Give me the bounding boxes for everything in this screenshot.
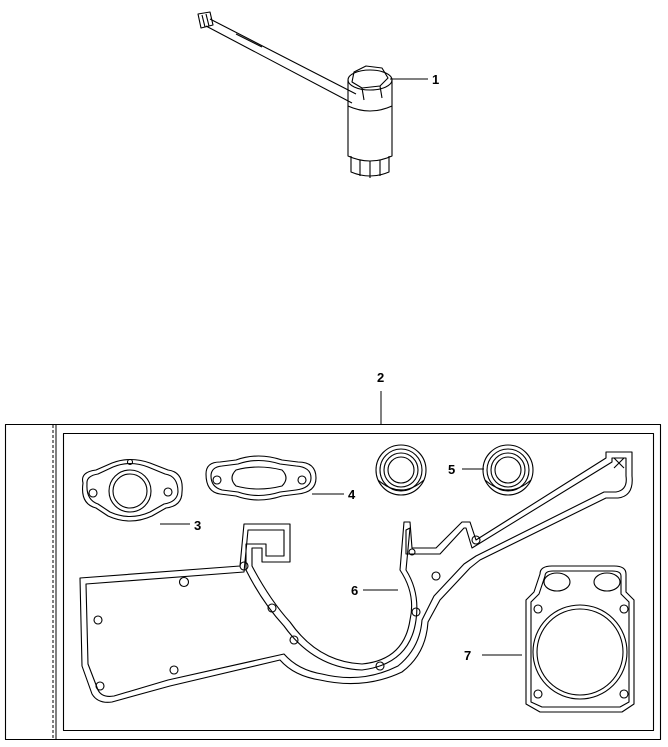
callout-label-4: 4 [348,487,356,502]
callout-2: 2 [377,370,384,424]
intake-gasket [205,455,317,501]
callout-7: 7 [464,648,522,663]
gasket-kit-box [4,423,662,741]
cylinder-base-gasket [525,565,635,713]
callout-4: 4 [312,487,356,502]
callout-label-6: 6 [351,583,358,598]
muffler-flange-gasket [81,458,183,522]
callout-label-2: 2 [377,370,384,385]
crankshaft-seal-right [482,444,534,496]
callout-1: 1 [390,72,439,87]
spark-plug-wrench [197,11,393,178]
callout-label-3: 3 [194,518,201,533]
crankshaft-seal-left [375,444,427,496]
callout-5: 5 [448,462,484,477]
callout-label-7: 7 [464,648,471,663]
callout-6: 6 [351,583,398,598]
callout-label-1: 1 [432,72,439,87]
callout-label-5: 5 [448,462,455,477]
callout-3: 3 [160,518,201,533]
crankcase-gasket [79,451,633,703]
